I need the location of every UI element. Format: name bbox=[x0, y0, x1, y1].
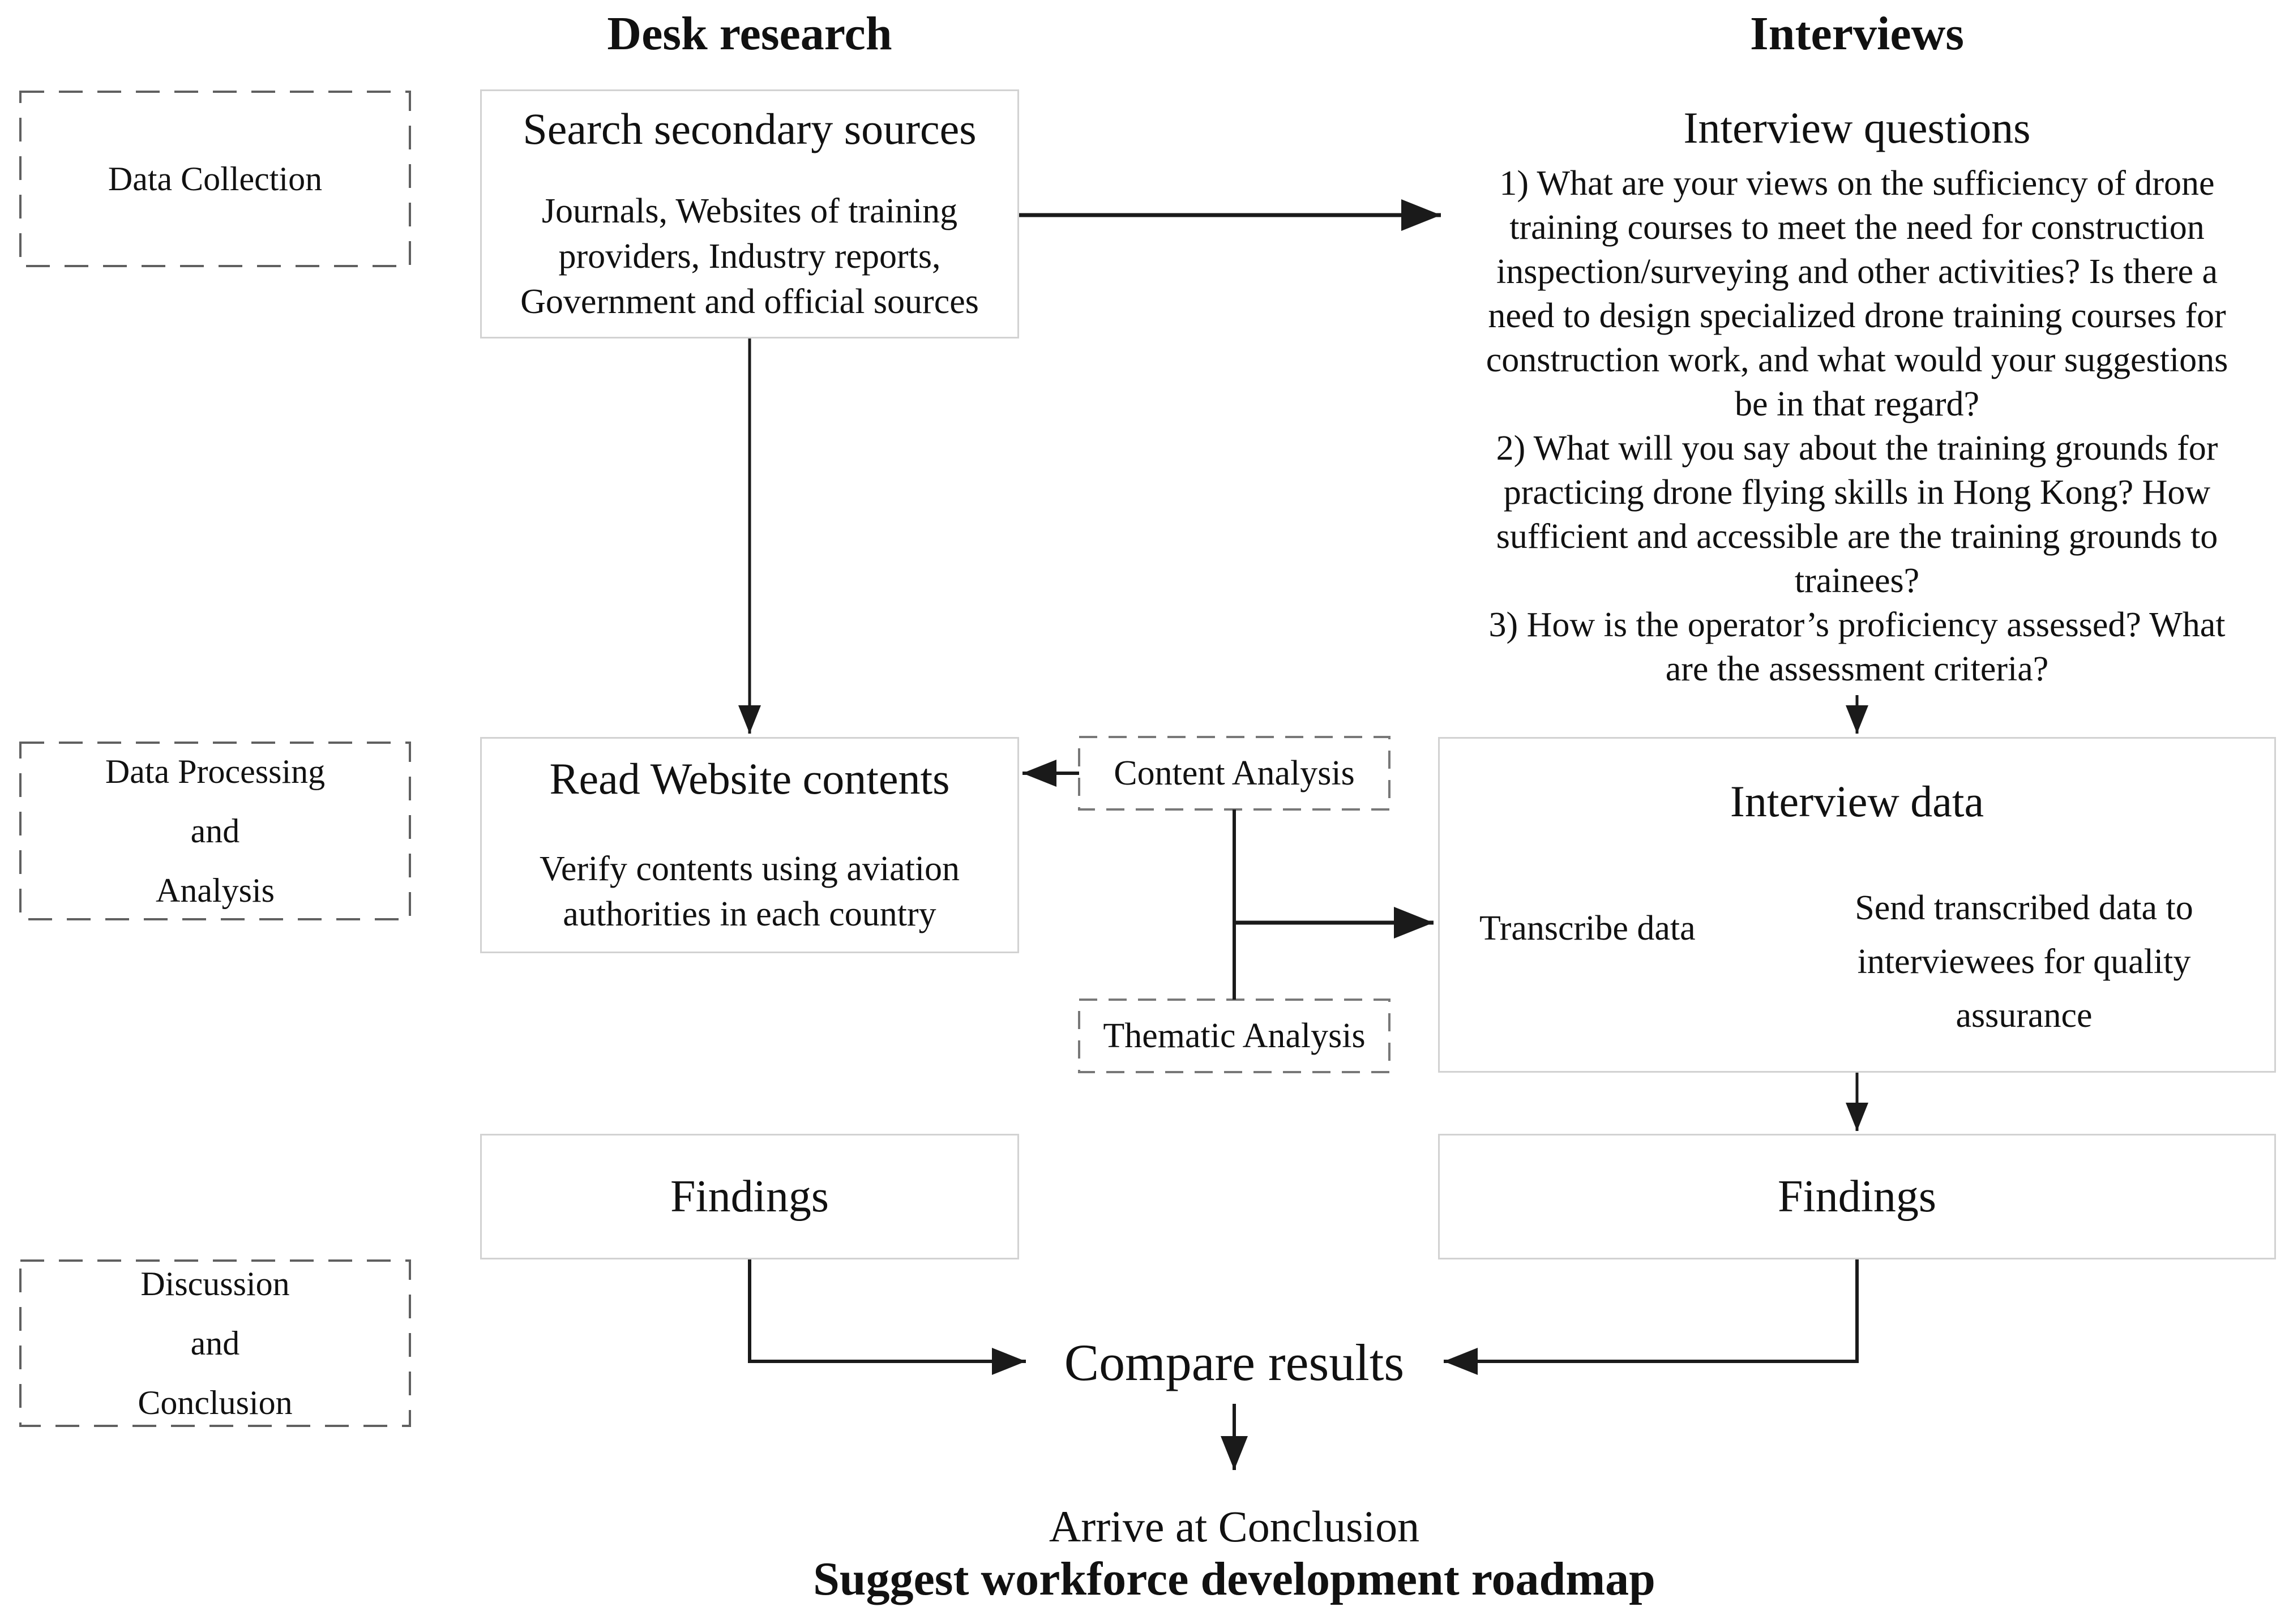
arrow-right-findings-to-compare bbox=[1444, 1259, 1859, 1375]
compare-results-label: Compare results bbox=[1064, 1334, 1405, 1391]
arrow-left-findings-to-compare bbox=[748, 1259, 1026, 1375]
stage-label-data-processing-analysis: Data Processing and Analysis bbox=[105, 752, 326, 909]
interview-questions-block: Interview questions 1) What are your vie… bbox=[1427, 105, 2287, 691]
content-analysis-label: Content Analysis bbox=[1114, 753, 1355, 792]
interview-data-box: Interview data Transcribe data Send tran… bbox=[1438, 737, 2276, 1073]
interview-data-title: Interview data bbox=[1730, 777, 1984, 826]
read-website-contents-box: Read Website contents Verify contents us… bbox=[480, 737, 1019, 953]
search-box-title: Search secondary sources bbox=[523, 104, 977, 153]
stage-frame-data-processing bbox=[19, 742, 411, 920]
transcribe-data-label: Transcribe data bbox=[1479, 909, 1696, 948]
interview-questions-title: Interview questions bbox=[1683, 103, 2031, 152]
search-box-body: Journals, Websites of training providers… bbox=[520, 191, 979, 321]
interview-question-1: 1) What are your views on the sufficienc… bbox=[1486, 164, 2228, 423]
thematic-analysis-label: Thematic Analysis bbox=[1103, 1016, 1366, 1055]
stage-label-data-collection: Data Collection bbox=[108, 160, 323, 198]
interview-question-2: 2) What will you say about the training … bbox=[1496, 429, 2218, 600]
stage-frame-data-collection bbox=[19, 91, 411, 267]
interview-question-3: 3) How is the operator’s proficiency ass… bbox=[1488, 605, 2226, 688]
read-box-title: Read Website contents bbox=[549, 754, 950, 803]
search-secondary-sources-box: Search secondary sources Journals, Websi… bbox=[480, 89, 1019, 338]
stage-frame-discussion bbox=[19, 1259, 411, 1427]
findings-interviews-box: Findings bbox=[1438, 1134, 2276, 1259]
arrive-at-conclusion-label: Arrive at Conclusion bbox=[1049, 1502, 1420, 1551]
stage-label-discussion-conclusion: Discussion and Conclusion bbox=[138, 1265, 293, 1421]
send-transcribed-data-label: Send transcribed data to interviewees fo… bbox=[1855, 889, 2193, 1035]
read-box-body: Verify contents using aviation authoriti… bbox=[539, 849, 960, 933]
suggest-roadmap-label: Suggest workforce development roadmap bbox=[813, 1553, 1655, 1605]
findings-desk-box: Findings bbox=[480, 1134, 1019, 1259]
interviews-heading: Interviews bbox=[1750, 7, 1964, 60]
desk-research-heading: Desk research bbox=[607, 7, 892, 60]
